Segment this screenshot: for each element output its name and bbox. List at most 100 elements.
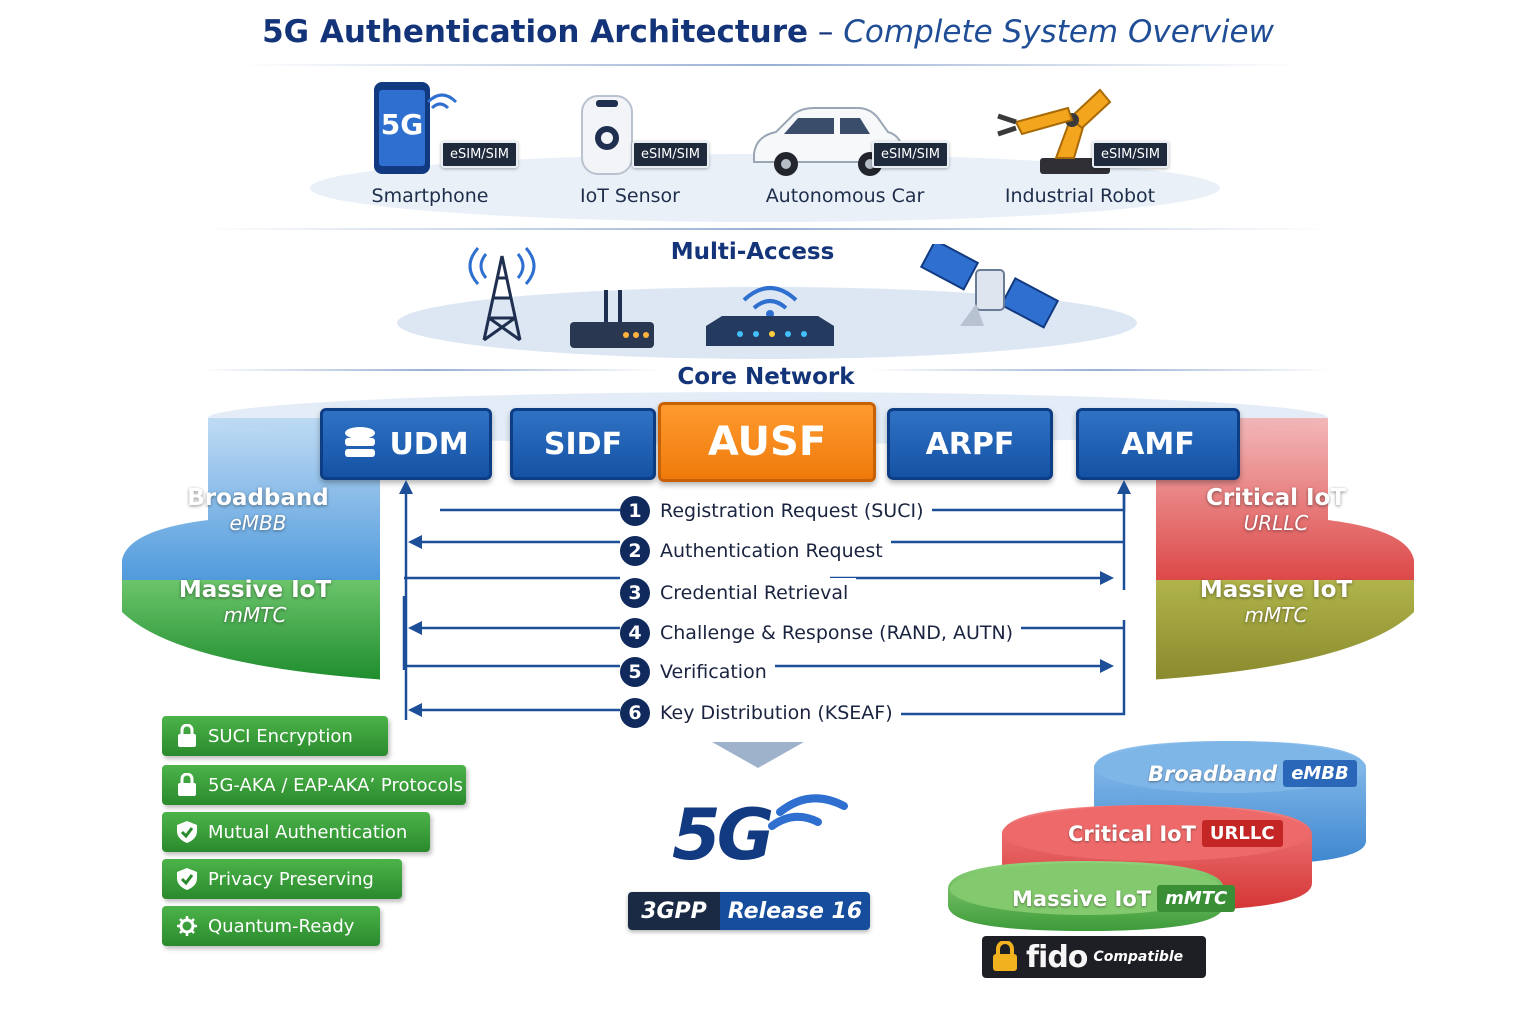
slice-tag: mMTC — [1244, 603, 1308, 627]
step-number: 5 — [620, 657, 650, 687]
3gpp-label: 3GPP — [628, 892, 720, 930]
title-subtitle: Complete System Overview — [843, 14, 1274, 50]
feature-label: Privacy Preserving — [208, 868, 374, 890]
slice-name: Broadband — [187, 485, 329, 511]
device-robot — [986, 78, 1126, 178]
down-arrow-icon — [712, 742, 804, 768]
flow-step-2: 2 Authentication Request — [620, 536, 891, 566]
slice-stack — [948, 741, 1366, 931]
fido-badge: fido Compatible — [982, 936, 1206, 978]
esim-chip: eSIM/SIM — [632, 141, 709, 168]
feature-label: Quantum-Ready — [208, 915, 355, 937]
feature-quantum-ready: Quantum-Ready — [162, 906, 380, 946]
slice-right-urllc: Critical IoT URLLC — [1186, 485, 1366, 535]
feature-label: Mutual Authentication — [208, 821, 408, 843]
release-badge: 3GPP Release 16 — [628, 892, 870, 930]
nf-udm: UDM — [320, 408, 492, 480]
feature-mutual-authentication: Mutual Authentication — [162, 812, 430, 852]
device-label-smartphone: Smartphone — [371, 185, 489, 207]
feature-privacy-preserving: Privacy Preserving — [162, 859, 402, 899]
database-icon — [345, 427, 376, 457]
cell-tower-icon — [468, 247, 536, 342]
nf-ausf: AUSF — [658, 402, 876, 482]
lock-icon — [993, 941, 1017, 971]
step-number: 6 — [620, 698, 650, 728]
release-label: Release 16 — [720, 892, 870, 930]
wifi-router-icon — [706, 286, 834, 346]
core-divider-right — [870, 369, 1330, 371]
step-number: 3 — [620, 578, 650, 608]
smartphone-screen-text: 5G — [381, 108, 423, 141]
device-platform — [310, 154, 1220, 222]
device-iot-sensor — [578, 92, 658, 178]
stack-name: Massive IoT — [1012, 886, 1152, 911]
fido-compatible-label: Compatible — [1093, 949, 1184, 965]
stack-tag: URLLC — [1201, 820, 1283, 847]
gear-icon — [177, 916, 197, 936]
5g-logo-waves — [768, 794, 848, 830]
slice-tag: eMBB — [229, 511, 287, 535]
esim-chip: eSIM/SIM — [441, 141, 518, 168]
5g-logo: 5G — [672, 790, 852, 890]
step-label: Key Distribution (KSEAF) — [660, 702, 893, 724]
step-label: Credential Retrieval — [660, 582, 849, 604]
feature-aka-protocols: 5G-AKA / EAP-AKA’ Protocols — [162, 765, 466, 805]
flow-step-1: 1 Registration Request (SUCI) — [620, 496, 932, 526]
fido-logo: fido — [1026, 939, 1088, 975]
multi-access-label: Multi-Access — [670, 239, 835, 265]
device-car — [748, 100, 908, 178]
nf-label: ARPF — [925, 426, 1015, 462]
flow-lines — [399, 480, 1131, 720]
esim-chip: eSIM/SIM — [1092, 141, 1169, 168]
iot-sensor-icon — [581, 95, 633, 175]
car-icon — [753, 107, 903, 176]
slice-left-mmtc: Massive IoT mMTC — [165, 577, 345, 627]
flow-step-4: 4 Challenge & Response (RAND, AUTN) — [620, 618, 1022, 648]
device-label-robot: Industrial Robot — [1004, 185, 1156, 207]
stack-mmtc: Massive IoT mMTC — [1012, 885, 1236, 912]
title-separator: – — [817, 14, 834, 50]
step-number: 2 — [620, 536, 650, 566]
slice-name: Massive IoT — [178, 577, 332, 603]
slice-tag: mMTC — [223, 603, 287, 627]
esim-chip: eSIM/SIM — [872, 141, 949, 168]
step-label: Challenge & Response (RAND, AUTN) — [660, 622, 1014, 644]
nf-label: AUSF — [707, 419, 827, 465]
core-network-label: Core Network — [677, 364, 855, 390]
slice-tag: URLLC — [1243, 511, 1309, 535]
slice-right-mmtc: Massive IoT mMTC — [1186, 577, 1366, 627]
smartphone-icon: 5G — [374, 82, 458, 174]
nf-label: UDM — [389, 426, 469, 462]
feature-suci-encryption: SUCI Encryption — [162, 716, 388, 756]
step-number: 1 — [620, 496, 650, 526]
robot-arm-icon — [997, 88, 1112, 174]
shield-check-icon — [177, 821, 197, 843]
5g-logo-text: 5G — [672, 794, 774, 876]
stack-name: Critical IoT — [1068, 821, 1196, 846]
device-label-car: Autonomous Car — [765, 185, 925, 207]
nf-amf: AMF — [1076, 408, 1240, 480]
flow-step-5: 5 Verification — [620, 657, 775, 687]
stack-name: Broadband — [1148, 761, 1278, 786]
flow-step-6: 6 Key Distribution (KSEAF) — [620, 698, 901, 728]
slice-left-embb: Broadband eMBB — [168, 485, 348, 535]
stack-tag: mMTC — [1157, 885, 1236, 912]
device-label-iot-sensor: IoT Sensor — [579, 185, 680, 207]
title-divider — [240, 64, 1300, 66]
slice-name: Massive IoT — [1199, 577, 1353, 603]
flow-step-3: 3 Credential Retrieval — [620, 578, 857, 608]
nf-sidf: SIDF — [510, 408, 656, 480]
step-label: Authentication Request — [660, 540, 883, 562]
nf-label: AMF — [1121, 426, 1195, 462]
nf-arpf: ARPF — [887, 408, 1053, 480]
page-title: 5G Authentication Architecture – Complet… — [0, 14, 1536, 50]
feature-label: SUCI Encryption — [208, 725, 353, 747]
devices-divider — [200, 228, 1330, 230]
stack-urllc: Critical IoT URLLC — [1068, 820, 1283, 847]
satellite-icon — [920, 244, 1060, 329]
step-label: Verification — [660, 661, 767, 683]
step-label: Registration Request (SUCI) — [660, 500, 924, 522]
stack-tag: eMBB — [1283, 760, 1357, 787]
feature-label: 5G-AKA / EAP-AKA’ Protocols — [208, 774, 463, 796]
shield-check-icon — [177, 868, 197, 890]
